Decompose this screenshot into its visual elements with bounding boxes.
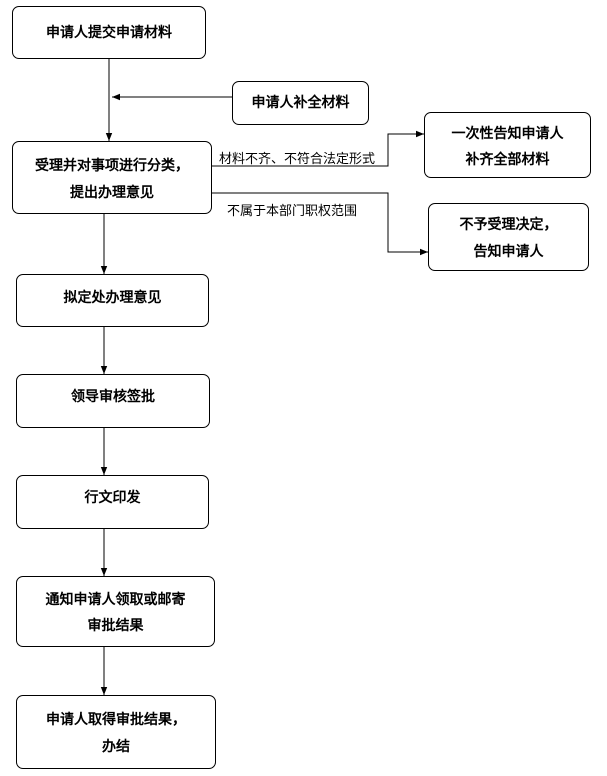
step-reject-text-line2: 告知申请人 <box>473 244 544 260</box>
step-notify-text-line2: 补齐全部材料 <box>465 152 550 168</box>
step-issue-text: 行文印发 <box>84 490 141 506</box>
step-inform-text-line1: 通知申请人领取或邮寄 <box>45 592 186 608</box>
arrow-to-reject <box>212 192 428 256</box>
step-classify-text-line2: 提出办理意见 <box>70 185 154 201</box>
step-approve-box: 领导审核签批 <box>16 374 210 428</box>
step-finish-box: 申请人取得审批结果， 办结 <box>16 695 216 769</box>
step-inform-box: 通知申请人领取或邮寄 审批结果 <box>16 576 215 647</box>
branch-label-out-of-scope: 不属于本部门职权范围 <box>227 204 358 219</box>
step-notify-text-line1: 一次性告知申请人 <box>451 126 564 142</box>
step-finish-text-line1: 申请人取得审批结果， <box>46 712 186 728</box>
step-issue-box: 行文印发 <box>16 475 209 529</box>
step-supplement-box: 申请人补全材料 <box>232 81 369 125</box>
step-classify-text-line1: 受理并对事项进行分类， <box>35 158 189 174</box>
step-inform-text-line2: 审批结果 <box>87 618 144 634</box>
step-submit-box: 申请人提交申请材料 <box>12 6 206 59</box>
step-approve-text: 领导审核签批 <box>71 389 155 405</box>
branch-label-incomplete: 材料不齐、不符合法定形式 <box>219 152 376 167</box>
step-supplement-text: 申请人补全材料 <box>251 95 350 111</box>
step-draft-text: 拟定处办理意见 <box>63 290 162 306</box>
step-reject-box: 不予受理决定， 告知申请人 <box>428 203 589 271</box>
step-reject-text-line1: 不予受理决定， <box>459 217 558 233</box>
step-finish-text-line2: 办结 <box>102 739 130 755</box>
step-classify-box: 受理并对事项进行分类， 提出办理意见 <box>12 141 212 214</box>
step-submit-text: 申请人提交申请材料 <box>46 25 172 41</box>
step-notify-box: 一次性告知申请人 补齐全部材料 <box>424 112 591 178</box>
step-draft-box: 拟定处办理意见 <box>16 274 209 327</box>
arrow-to-notify <box>212 130 424 167</box>
